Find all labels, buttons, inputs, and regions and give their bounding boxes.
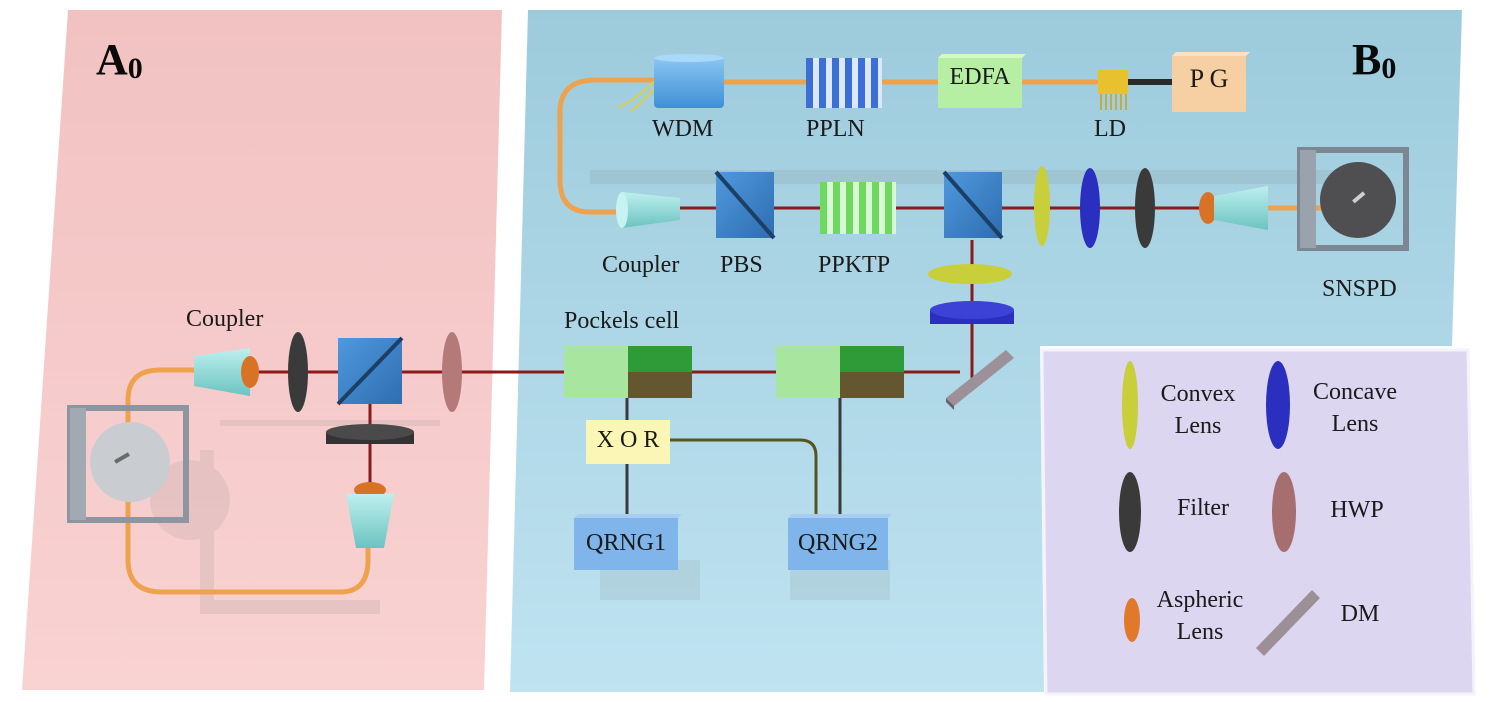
- pockels-cell-1: [564, 346, 692, 398]
- qrng2-box: [788, 514, 892, 570]
- coupler-a-label: Coupler: [186, 306, 264, 332]
- snspd-label: SNSPD: [1322, 276, 1397, 302]
- legend-convex-icon: [1122, 361, 1138, 449]
- snspd-device: [1297, 147, 1409, 251]
- pbs-cube: [714, 170, 776, 240]
- ppktp-label: PPKTP: [818, 252, 891, 278]
- concave-lens-vertical: [930, 301, 1014, 324]
- coupler-a2: [346, 494, 394, 548]
- concave-lens-b: [1080, 168, 1100, 248]
- ld-label: LD: [1094, 116, 1126, 142]
- pbs-label: PBS: [720, 252, 763, 278]
- panel-b-title: B0: [1352, 35, 1397, 85]
- legend-concave-icon: [1266, 361, 1290, 449]
- wdm-label: WDM: [652, 116, 714, 142]
- legend-hwp-icon: [1272, 472, 1296, 552]
- dm-cube: [942, 170, 1004, 240]
- edfa-box: [938, 54, 1026, 108]
- pbs-cube-a: [336, 336, 404, 406]
- fibers: [125, 77, 1333, 595]
- legend-panel: [1040, 348, 1476, 696]
- legend-dm-label: DM: [1340, 601, 1380, 627]
- ppln-label: PPLN: [806, 116, 865, 142]
- filter-a: [288, 332, 308, 412]
- legend-aspheric-icon: [1124, 598, 1140, 642]
- legend-aspheric-label: Aspheric Lens: [1156, 587, 1244, 645]
- coupler-b: [616, 192, 680, 228]
- legend-convex-label: Convex Lens: [1160, 381, 1236, 439]
- ppln-crystal: [806, 58, 882, 108]
- filter-b: [1135, 168, 1155, 248]
- ld-device: [1098, 70, 1128, 110]
- ppktp-crystal: [820, 182, 896, 234]
- aspheric-lens-b: [1199, 192, 1217, 224]
- xor-box: [586, 420, 670, 464]
- pockels-cell-2: [776, 346, 904, 398]
- convex-lens-b: [1034, 166, 1050, 246]
- pg-box: [1172, 52, 1250, 112]
- coupler-b2: [1214, 186, 1268, 230]
- legend-filter-icon: [1119, 472, 1141, 552]
- legend-concave-label: Concave Lens: [1313, 379, 1397, 437]
- panel-a: [22, 10, 502, 690]
- snspd-a: [67, 405, 189, 523]
- panel-a-title: A0: [96, 35, 143, 85]
- legend-filter-label: Filter: [1177, 495, 1229, 521]
- coupler-a: [194, 348, 259, 396]
- wdm-device: [654, 54, 724, 108]
- filter-a-vertical: [326, 424, 414, 444]
- pockels-label: Pockels cell: [564, 308, 680, 334]
- legend-dm-icon: [1256, 590, 1320, 656]
- legend-hwp-label: HWP: [1330, 497, 1384, 523]
- hwp-a: [442, 332, 462, 412]
- dm-mirror-b: [946, 350, 1014, 410]
- wdm-pigtail: [617, 79, 657, 109]
- convex-lens-vertical: [928, 264, 1012, 284]
- qrng1-box: [574, 514, 682, 570]
- coupler-b-label: Coupler: [602, 252, 680, 278]
